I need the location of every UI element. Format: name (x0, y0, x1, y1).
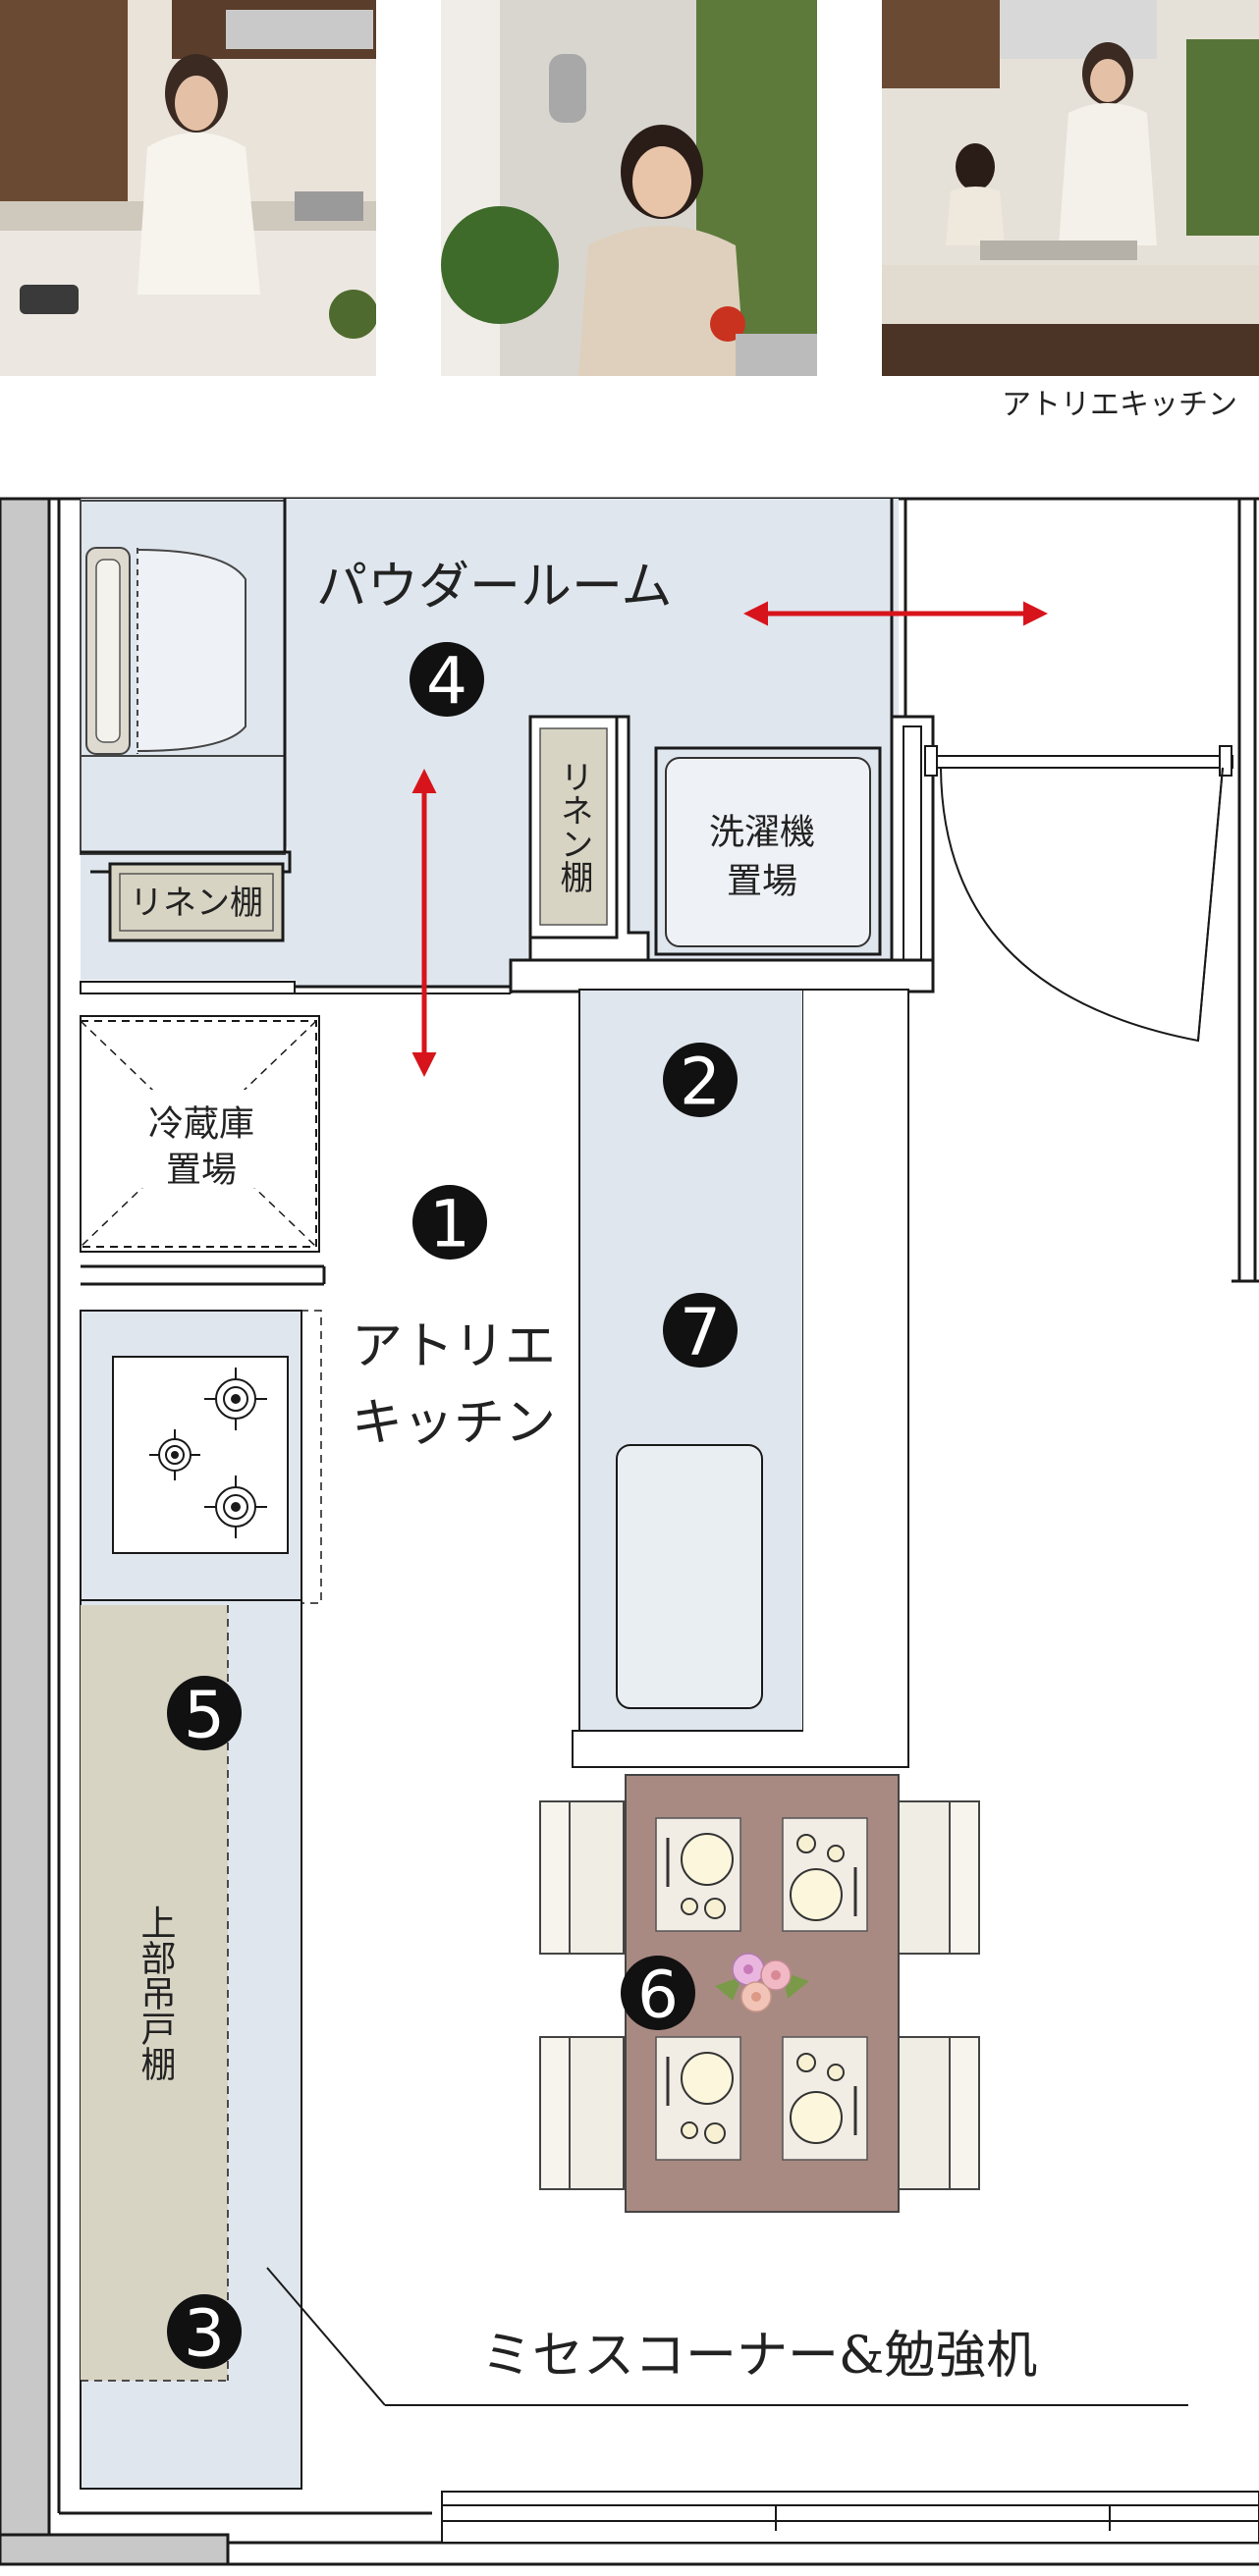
photo-woman-at-sink (0, 0, 376, 376)
chair (539, 2036, 625, 2190)
linen-shelf-vertical-label: リネン棚 (554, 760, 593, 893)
place-setting (782, 1817, 868, 1932)
svg-text:6: 6 (637, 1958, 679, 2033)
photo-family-in-kitchen (882, 0, 1259, 376)
svg-text:7: 7 (680, 1295, 721, 1370)
svg-text:4: 4 (426, 644, 467, 720)
marker-7: 7 (663, 1293, 738, 1370)
svg-text:2: 2 (680, 1045, 721, 1120)
marker-1: 1 (412, 1185, 487, 1262)
upper-cabinet-label: 上部吊戸棚 (136, 1905, 176, 2081)
photo-girl-with-tomato (441, 0, 817, 376)
washer-label-line2: 置場 (727, 862, 797, 902)
outer-wall-left (0, 497, 51, 2566)
floor-plan: リネン棚 リネン棚 洗濯機 置場 パウダールーム 冷蔵庫 置場 (0, 497, 1259, 2566)
island-sink (616, 1444, 763, 1709)
chair (895, 2036, 980, 2190)
burner-icon (149, 1429, 200, 1480)
flower-icon (715, 1953, 809, 2012)
marker-5: 5 (167, 1676, 242, 1753)
bottom-window (441, 2491, 1259, 2544)
misses-corner-leader (266, 2267, 386, 2406)
misses-corner-label: ミセスコーナー&勉強机 (481, 2327, 1037, 2386)
marker-6: 6 (621, 1956, 695, 2033)
chair (895, 1800, 980, 1955)
burner-icon (204, 1476, 267, 1538)
svg-text:5: 5 (184, 1678, 225, 1753)
place-setting (655, 1817, 741, 1932)
marker-2: 2 (663, 1043, 738, 1120)
burner-icon (204, 1368, 267, 1430)
fridge-label-line2: 置場 (166, 1151, 237, 1191)
outer-wall-bottom (0, 2533, 230, 2566)
kitchen-label-line1: アトリエ (352, 1317, 556, 1376)
linen-shelf-small-label: リネン棚 (130, 884, 263, 923)
chair (539, 1800, 625, 1955)
washer-label-line1: 洗濯機 (709, 813, 815, 853)
marker-3: 3 (167, 2294, 242, 2372)
linen-shelf-small (108, 862, 285, 942)
svg-text:3: 3 (184, 2296, 225, 2372)
vanity-basin (137, 549, 246, 752)
place-setting (655, 2036, 741, 2161)
svg-text:1: 1 (429, 1187, 470, 1262)
door-swing (940, 767, 1224, 1043)
powder-room-label: パウダールーム (316, 558, 672, 617)
fridge-label-line1: 冷蔵庫 (148, 1104, 254, 1145)
marker-4: 4 (410, 642, 484, 720)
photo-caption: アトリエキッチン (1002, 388, 1237, 422)
place-setting (782, 2036, 868, 2161)
kitchen-label-line2: キッチン (352, 1394, 556, 1453)
